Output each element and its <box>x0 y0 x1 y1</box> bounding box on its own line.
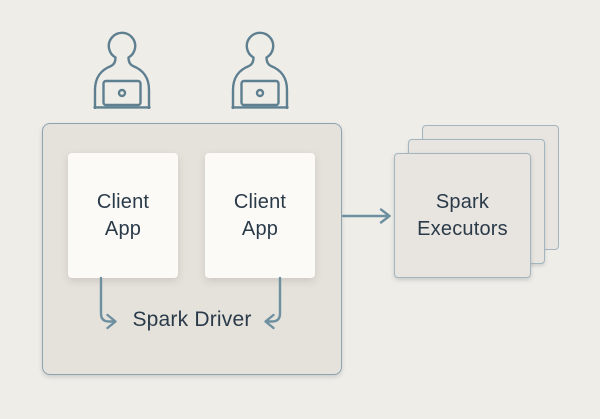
arrow-driver-to-executors <box>341 208 391 224</box>
client-app-label: Client App <box>96 190 150 240</box>
executor-card-front: Spark Executors <box>394 153 531 278</box>
spark-driver-label: Spark Driver <box>132 308 252 331</box>
client-app-card: Client App <box>205 153 315 278</box>
spark-executors-label: Spark Executors <box>417 190 508 240</box>
user-laptop-icon <box>231 31 289 109</box>
user-laptop-icon <box>93 31 151 109</box>
client-app-label: Client App <box>233 190 287 240</box>
client-app-card: Client App <box>68 153 178 278</box>
